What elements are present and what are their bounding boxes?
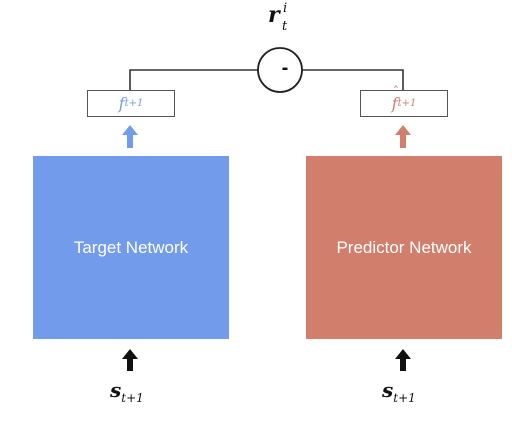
subtract-node	[257, 47, 303, 93]
predictor-input-state: st+1	[382, 378, 416, 405]
target-network-label: Target Network	[73, 237, 189, 257]
intrinsic-reward-label: r i t	[268, 1, 287, 34]
predicted-feature-base: f	[392, 85, 399, 113]
target-network-box: Target Network	[33, 156, 229, 339]
target-feature-base: f	[118, 94, 125, 113]
predictor-network-box: Predictor Network	[306, 156, 502, 339]
reward-base: r	[268, 2, 280, 28]
connector-predictor	[302, 69, 404, 90]
predicted-feature-subscript: t+1	[397, 98, 417, 109]
predictor-input-subscript: t+1	[393, 391, 416, 405]
predicted-feature-box: ft+1	[360, 85, 448, 117]
arrow-up-icon	[395, 125, 411, 148]
target-feature-subscript: t+1	[124, 98, 144, 109]
arrow-up-icon	[122, 125, 138, 148]
predictor-input-base: s	[382, 378, 394, 402]
arrow-up-icon	[122, 349, 138, 371]
target-input-base: s	[110, 378, 122, 402]
reward-superscript: i	[283, 1, 288, 16]
target-input-state: st+1	[110, 378, 144, 405]
reward-subscript: t	[282, 19, 288, 34]
target-input-subscript: t+1	[121, 391, 144, 405]
arrow-up-icon	[395, 349, 411, 371]
connector-target	[129, 69, 258, 90]
predictor-network-label: Predictor Network	[336, 237, 472, 257]
subtract-symbol: -	[281, 57, 289, 79]
